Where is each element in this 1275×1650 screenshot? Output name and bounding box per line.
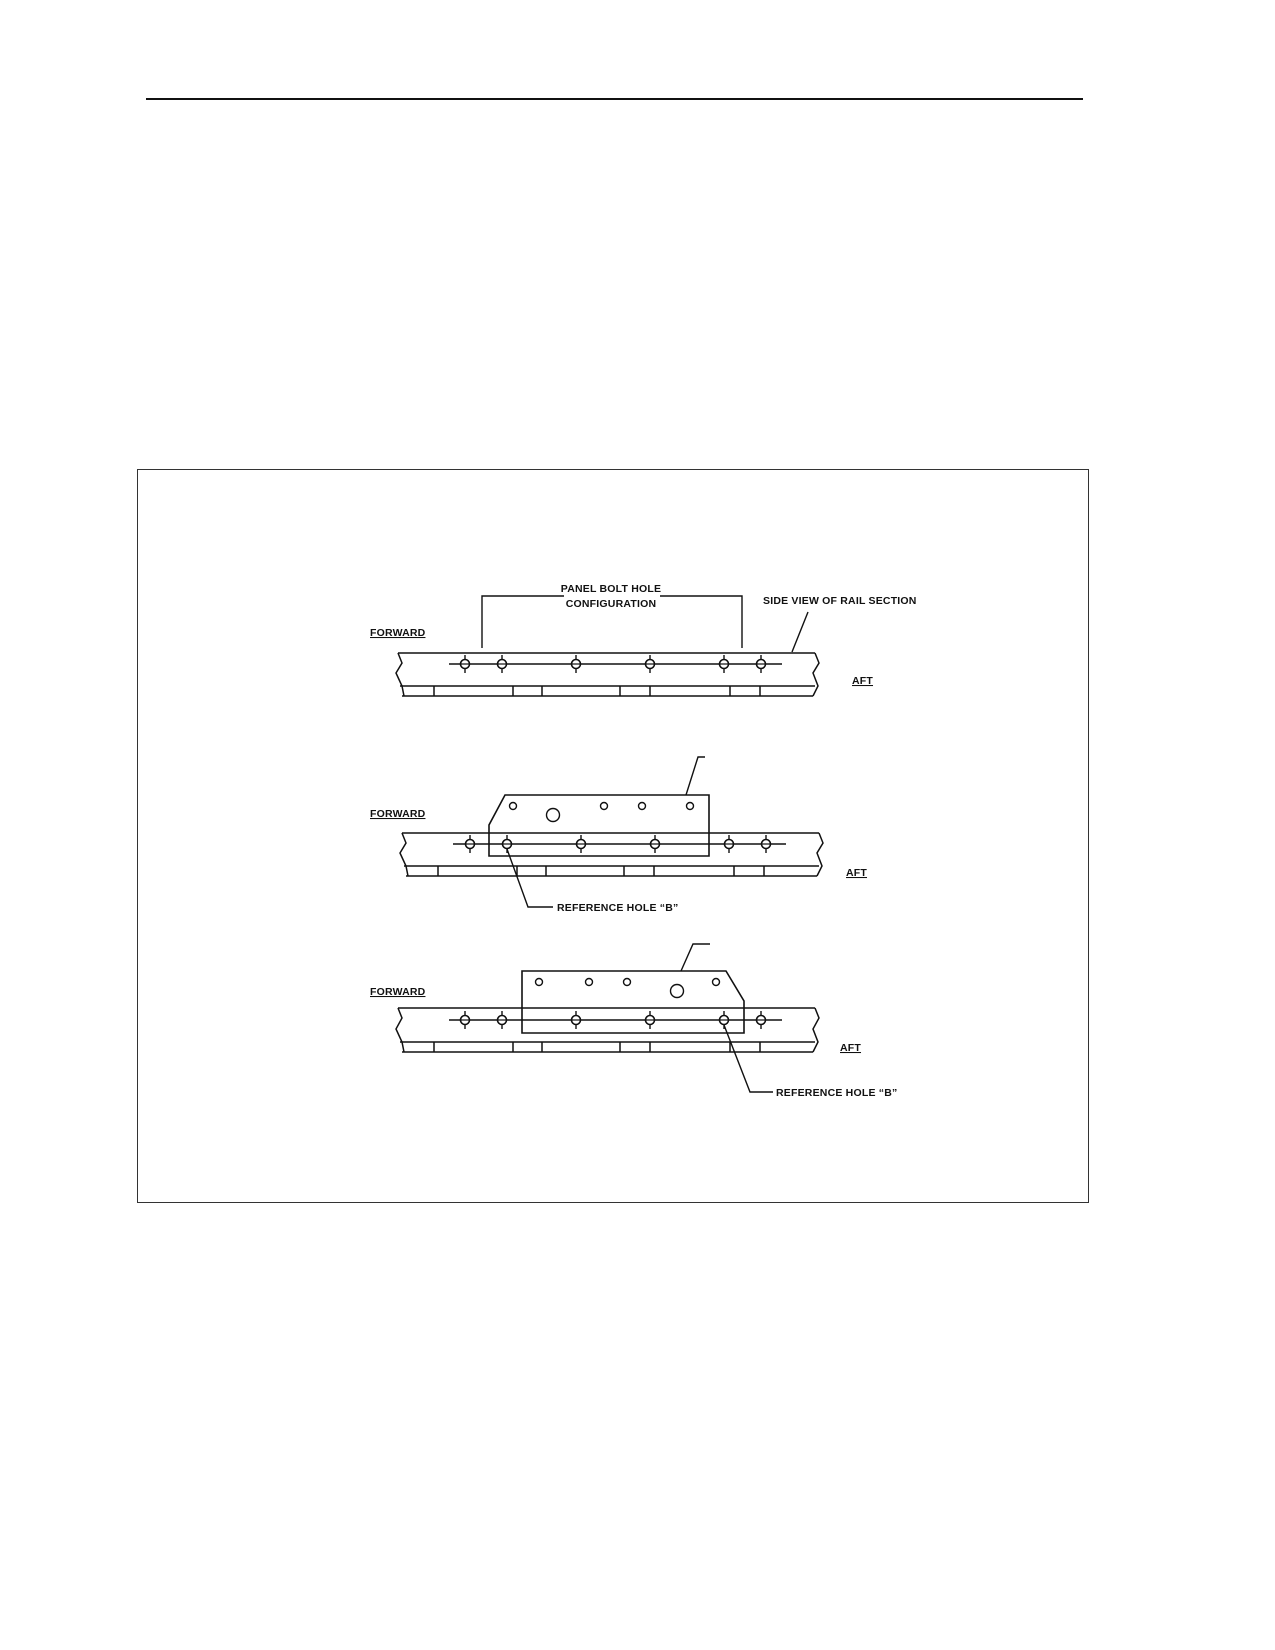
reference-leader-3: [723, 1024, 773, 1093]
side-view-label: SIDE VIEW OF RAIL SECTION: [763, 595, 917, 607]
side-view-leader: [791, 611, 809, 653]
aft-label-2: AFT: [846, 867, 867, 879]
forward-label-1: FORWARD: [370, 627, 426, 639]
bracket-label-line1: PANEL BOLT HOLE: [561, 583, 661, 595]
reference-leader-2: [506, 848, 553, 908]
panel-2: [488, 794, 710, 857]
figure-frame: [137, 469, 1089, 1203]
rail-section-3: [395, 1007, 820, 1053]
aft-label-3: AFT: [840, 1042, 861, 1054]
aft-label-1: AFT: [852, 675, 873, 687]
reference-label-2: REFERENCE HOLE “B”: [557, 902, 678, 914]
reference-label-3: REFERENCE HOLE “B”: [776, 1087, 897, 1099]
forward-label-2: FORWARD: [370, 808, 426, 820]
forward-label-3: FORWARD: [370, 986, 426, 998]
panel-3-leader: [680, 943, 710, 972]
rail-section-2: [399, 832, 824, 877]
panel-2-leader: [685, 756, 705, 796]
bracket-label-line2: CONFIGURATION: [566, 598, 656, 610]
rail-section-1: [395, 652, 820, 697]
top-rule: [146, 98, 1083, 100]
panel-3: [521, 970, 745, 1034]
panel-bolt-hole-bracket: [481, 595, 743, 648]
